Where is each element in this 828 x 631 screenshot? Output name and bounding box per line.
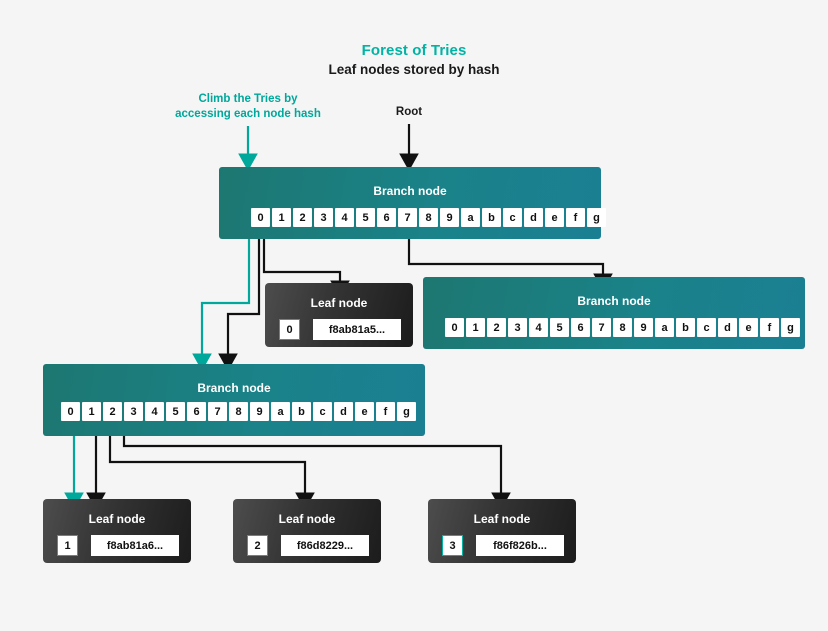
annotation-climb-the-tries: Climb the Tries by accessing each node h… — [175, 93, 321, 120]
leaf-hash-value[interactable]: f8ab81a5... — [313, 319, 401, 340]
branch-node-right[interactable]: Branch node 0 1 2 3 4 5 6 7 8 9 a b c d … — [423, 277, 805, 349]
branch-cell[interactable]: g — [397, 402, 416, 421]
branch-cell[interactable]: e — [355, 402, 374, 421]
branch-cell-row: 0 1 2 3 4 5 6 7 8 9 a b c d e f g — [251, 208, 606, 227]
branch-cell-row: 0 1 2 3 4 5 6 7 8 9 a b c d e f g — [445, 318, 800, 337]
branch-cell[interactable]: 0 — [445, 318, 464, 337]
branch-cell[interactable]: 7 — [592, 318, 611, 337]
branch-cell[interactable]: 8 — [613, 318, 632, 337]
branch-cell[interactable]: a — [271, 402, 290, 421]
branch-cell[interactable]: a — [655, 318, 674, 337]
branch-cell[interactable]: d — [524, 208, 543, 227]
branch-cell[interactable]: 4 — [529, 318, 548, 337]
branch-cell[interactable]: g — [781, 318, 800, 337]
leaf-node-one[interactable]: Leaf node 1 f8ab81a6... — [43, 499, 191, 563]
leaf-node-two[interactable]: Leaf node 2 f86d8229... — [233, 499, 381, 563]
branch-cell[interactable]: 4 — [145, 402, 164, 421]
branch-cell[interactable]: d — [718, 318, 737, 337]
leaf-node-title: Leaf node — [473, 512, 531, 526]
branch-cell[interactable]: g — [587, 208, 606, 227]
branch-cell[interactable]: c — [503, 208, 522, 227]
branch-cell[interactable]: e — [545, 208, 564, 227]
branch-cell[interactable]: 9 — [250, 402, 269, 421]
branch-node-lower[interactable]: Branch node 0 1 2 3 4 5 6 7 8 9 a b c d … — [43, 364, 425, 436]
leaf-key-cell[interactable]: 1 — [57, 535, 78, 556]
annotation-root: Root — [395, 106, 423, 118]
branch-cell[interactable]: c — [697, 318, 716, 337]
page-subtitle: Leaf nodes stored by hash — [328, 62, 500, 77]
branch-cell[interactable]: 9 — [634, 318, 653, 337]
branch-cell[interactable]: 1 — [82, 402, 101, 421]
leaf-key-cell[interactable]: 2 — [247, 535, 268, 556]
branch-cell[interactable]: 5 — [550, 318, 569, 337]
branch-cell[interactable]: 8 — [419, 208, 438, 227]
leaf-hash-value[interactable]: f86d8229... — [281, 535, 369, 556]
leaf-node-row: 0 f8ab81a5... — [279, 319, 401, 340]
connector-root8-to-right-branch — [407, 228, 613, 291]
branch-cell[interactable]: 2 — [103, 402, 122, 421]
branch-cell[interactable]: 5 — [356, 208, 375, 227]
branch-cell[interactable]: 6 — [571, 318, 590, 337]
branch-cell[interactable]: 0 — [61, 402, 80, 421]
leaf-node-row: 2 f86d8229... — [247, 535, 369, 556]
connector-root-to-leaf-top — [262, 228, 350, 298]
branch-cell[interactable]: f — [566, 208, 585, 227]
leaf-hash-value[interactable]: f8ab81a6... — [91, 535, 179, 556]
branch-cell[interactable]: b — [292, 402, 311, 421]
connector-root0-to-lower-branch — [192, 228, 251, 371]
leaf-node-title: Leaf node — [310, 296, 368, 310]
connector-root1-to-lower-branch — [218, 228, 261, 371]
branch-cell[interactable]: 4 — [335, 208, 354, 227]
leaf-node-row: 1 f8ab81a6... — [57, 535, 179, 556]
branch-node-title: Branch node — [197, 381, 271, 395]
branch-cell[interactable]: 3 — [508, 318, 527, 337]
branch-cell[interactable]: 2 — [487, 318, 506, 337]
branch-cell-row: 0 1 2 3 4 5 6 7 8 9 a b c d e f g — [61, 402, 416, 421]
branch-cell[interactable]: 8 — [229, 402, 248, 421]
page-title: Forest of Tries — [361, 42, 467, 59]
leaf-key-cell[interactable]: 3 — [442, 535, 463, 556]
branch-cell[interactable]: 1 — [466, 318, 485, 337]
branch-cell[interactable]: f — [760, 318, 779, 337]
branch-cell[interactable]: e — [739, 318, 758, 337]
branch-cell[interactable]: 7 — [398, 208, 417, 227]
branch-cell[interactable]: 3 — [124, 402, 143, 421]
branch-cell[interactable]: a — [461, 208, 480, 227]
branch-cell[interactable]: d — [334, 402, 353, 421]
leaf-node-title: Leaf node — [278, 512, 336, 526]
branch-cell[interactable]: 2 — [293, 208, 312, 227]
leaf-node-title: Leaf node — [88, 512, 146, 526]
branch-cell[interactable]: 6 — [377, 208, 396, 227]
branch-cell[interactable]: f — [376, 402, 395, 421]
leaf-node-top[interactable]: Leaf node 0 f8ab81a5... — [265, 283, 413, 347]
leaf-node-three[interactable]: Leaf node 3 f86f826b... — [428, 499, 576, 563]
leaf-node-row: 3 f86f826b... — [442, 535, 564, 556]
branch-cell[interactable]: 5 — [166, 402, 185, 421]
branch-node-title: Branch node — [373, 184, 447, 198]
branch-cell[interactable]: c — [313, 402, 332, 421]
branch-cell[interactable]: 7 — [208, 402, 227, 421]
branch-cell[interactable]: 3 — [314, 208, 333, 227]
leaf-key-cell[interactable]: 0 — [279, 319, 300, 340]
branch-cell[interactable]: 9 — [440, 208, 459, 227]
branch-node-title: Branch node — [577, 294, 651, 308]
branch-cell[interactable]: 0 — [251, 208, 270, 227]
branch-node-root[interactable]: Branch node 0 1 2 3 4 5 6 7 8 9 a b c d … — [219, 167, 606, 239]
leaf-hash-value[interactable]: f86f826b... — [476, 535, 564, 556]
branch-cell[interactable]: b — [482, 208, 501, 227]
connector-lower2-to-leaf-two — [108, 421, 315, 510]
branch-cell[interactable]: 6 — [187, 402, 206, 421]
branch-cell[interactable]: 1 — [272, 208, 291, 227]
branch-cell[interactable]: b — [676, 318, 695, 337]
